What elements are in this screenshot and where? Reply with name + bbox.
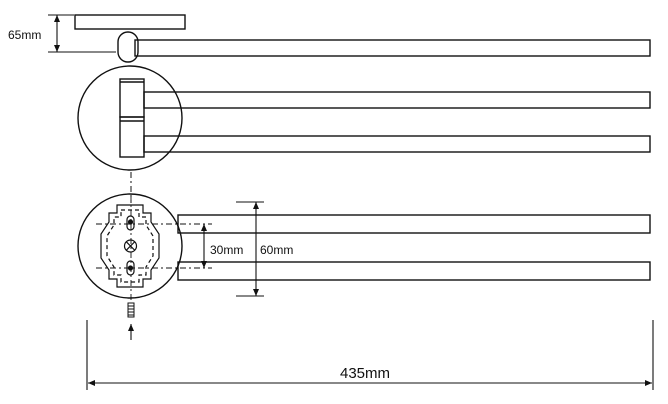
screw-icon xyxy=(127,302,135,318)
mounting-view xyxy=(77,193,651,299)
total-length-label: 435mm xyxy=(340,365,390,382)
mounting-view-rosette xyxy=(77,193,183,299)
top-view-hinge xyxy=(117,31,139,63)
front-view-block-upper xyxy=(119,78,145,118)
front-view xyxy=(77,65,651,171)
mounting-view-bar-lower xyxy=(177,261,651,281)
total-length-dimension xyxy=(86,320,654,390)
height-dimension-label: 65mm xyxy=(8,28,41,42)
front-view-bar-upper xyxy=(143,91,651,109)
top-view-bar xyxy=(134,39,651,57)
height-dimension xyxy=(48,14,116,53)
mounting-center-lines xyxy=(96,196,212,300)
mounting-bracket xyxy=(100,204,160,288)
outer-spacing-dimension xyxy=(236,201,264,297)
top-view xyxy=(74,14,651,63)
top-view-wall-plate xyxy=(74,14,186,30)
outer-spacing-label: 60mm xyxy=(260,243,293,257)
set-screw-icon xyxy=(123,239,138,253)
mounting-view-bar-upper xyxy=(177,214,651,234)
inner-spacing-label: 30mm xyxy=(210,243,243,257)
front-view-block-lower xyxy=(119,116,145,158)
front-view-rosette xyxy=(77,65,183,171)
front-view-bar-lower xyxy=(143,135,651,153)
